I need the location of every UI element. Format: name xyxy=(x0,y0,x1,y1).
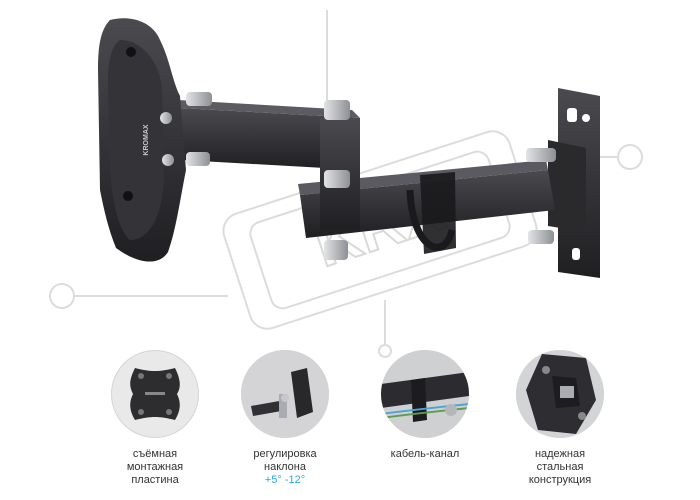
feature-tilt-adjust: регулировка наклона +5° -12° xyxy=(225,350,345,487)
feature-caption: кабель-канал xyxy=(390,448,460,460)
mounting-plate-icon xyxy=(111,350,199,438)
tilt-adjust-icon xyxy=(241,350,329,438)
wall-bracket-drawing: KROMAX xyxy=(98,18,600,278)
vesa-plate: KROMAX xyxy=(98,18,186,262)
feature-caption: надежная стальная конструкция xyxy=(528,448,592,486)
bolts xyxy=(186,92,556,260)
feature-cable-channel: кабель-канал xyxy=(365,350,485,461)
feature-caption: регулировка наклона +5° -12° xyxy=(225,448,345,487)
tilt-range-value: +5° -12° xyxy=(264,474,306,486)
feature-steel-construction: надежная стальная конструкция xyxy=(500,350,620,487)
lower-arm xyxy=(298,160,555,254)
plate-brand-label: KROMAX xyxy=(143,124,150,155)
wall-plate xyxy=(548,88,600,278)
steel-construction-icon xyxy=(516,350,604,438)
feature-removable-plate: съёмная монтажная пластина xyxy=(95,350,215,487)
feature-caption: съёмная монтажная пластина xyxy=(126,448,184,486)
cable-channel-icon xyxy=(381,350,469,438)
